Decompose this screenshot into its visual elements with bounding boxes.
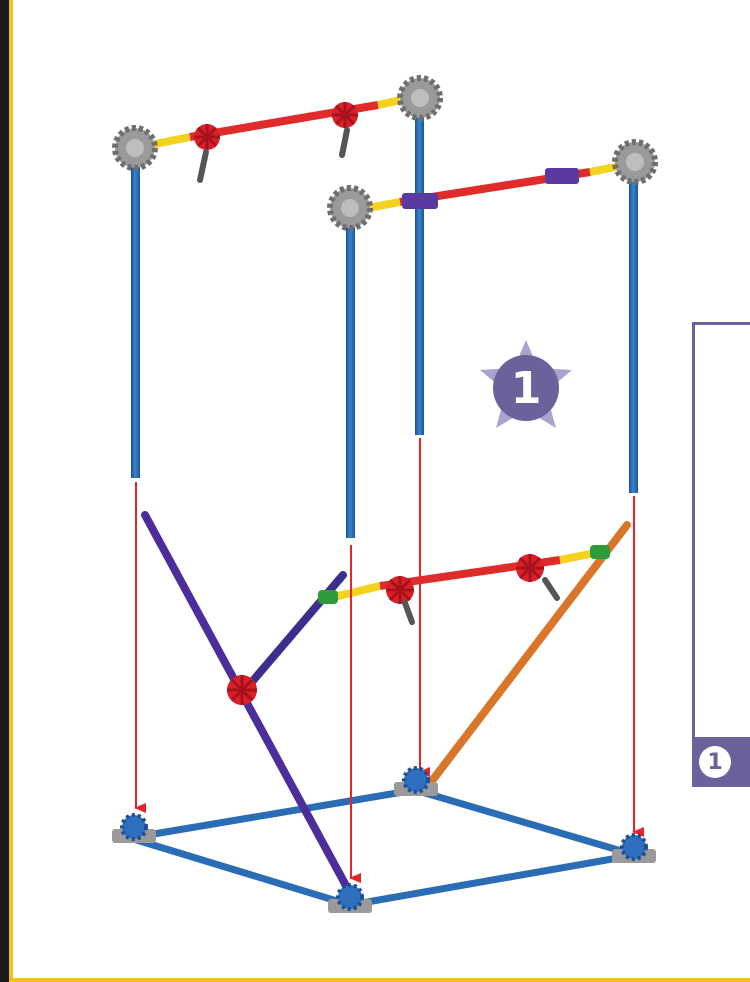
step-badge bbox=[480, 340, 572, 428]
base-rod-left-back bbox=[130, 790, 415, 838]
inset-step-number: 1 bbox=[699, 746, 731, 778]
purple-diagonal-rod bbox=[145, 515, 350, 893]
vertical-rod-left bbox=[131, 160, 140, 478]
inset-panel bbox=[692, 322, 750, 787]
top-front-crossbar bbox=[368, 166, 620, 209]
vertical-rod-back bbox=[415, 110, 424, 435]
blue-hub bbox=[328, 885, 372, 913]
placement-arrows bbox=[136, 438, 634, 878]
base-rod-front-right bbox=[350, 855, 635, 905]
green-clip bbox=[318, 590, 338, 604]
vertical-rod-right bbox=[629, 175, 638, 493]
grey-hub bbox=[400, 78, 440, 118]
blue-hub bbox=[394, 768, 438, 796]
grey-hub bbox=[330, 188, 370, 228]
base-rod-back-right bbox=[415, 790, 635, 855]
grey-hub bbox=[115, 128, 155, 168]
red-connector bbox=[332, 102, 358, 128]
green-clip bbox=[590, 545, 610, 559]
red-connector bbox=[386, 576, 414, 604]
red-connector bbox=[194, 124, 220, 150]
vertical-rod-front bbox=[346, 218, 355, 538]
red-connector bbox=[227, 675, 257, 705]
blue-hub bbox=[612, 835, 656, 863]
base-frame bbox=[130, 790, 635, 905]
purple-clip bbox=[545, 168, 579, 184]
red-connector bbox=[516, 554, 544, 582]
base-rod-left-front bbox=[130, 838, 350, 905]
grey-hub bbox=[615, 142, 655, 182]
blue-hub bbox=[112, 815, 156, 843]
top-rear-crossbar bbox=[150, 98, 410, 180]
purple-clip bbox=[402, 193, 438, 209]
